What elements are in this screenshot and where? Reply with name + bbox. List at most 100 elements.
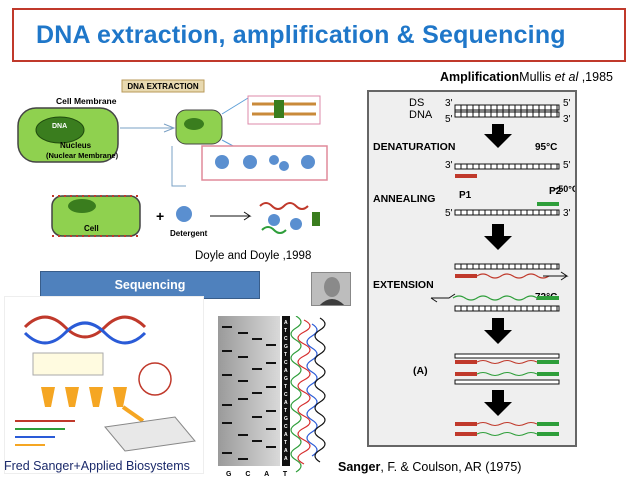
label-3prime-2: 3' — [563, 114, 571, 125]
sequencing-label-text: Sequencing — [114, 278, 186, 292]
svg-text:A: A — [284, 432, 288, 438]
svg-text:T: T — [284, 440, 287, 446]
amplification-caption-year: ,1985 — [578, 70, 613, 84]
svg-text:C: C — [284, 424, 288, 430]
amplification-caption-bold: Amplification — [440, 70, 520, 84]
svg-text:A: A — [284, 456, 288, 462]
label-ds: DS — [409, 97, 424, 109]
separation-arrow — [121, 405, 145, 423]
svg-text:A: A — [284, 320, 288, 326]
svg-text:A: A — [284, 448, 288, 454]
svg-text:C: C — [284, 336, 288, 342]
lysis-membrane-marks — [52, 195, 140, 237]
ds-dna-strands — [454, 104, 560, 118]
denatured-strand-bottom — [454, 209, 560, 216]
product-strands — [454, 353, 560, 385]
down-arrow-4 — [484, 390, 512, 416]
label-3prime-4: 3' — [563, 208, 571, 219]
extension-arrow-left — [430, 293, 456, 303]
label-5prime-3: 5' — [563, 160, 571, 171]
extension-primer-red — [455, 274, 477, 278]
nucleus-small — [184, 118, 204, 130]
extraction-banner — [121, 79, 205, 93]
sanger-caption-bold: Sanger — [338, 460, 381, 474]
label-a: (A) — [413, 365, 428, 377]
detergent-icon — [176, 206, 192, 222]
primed-dna-circle — [138, 362, 172, 396]
membrane-protein — [274, 100, 284, 118]
label-cell-membrane: Cell Membrane — [56, 96, 117, 106]
amplification-caption-author: Mullis — [519, 70, 555, 84]
sequencing-label: Sequencing — [40, 271, 260, 299]
pcr-diagram: DS DNA 3' 5' 5' 3' DENATURATION 95°C 3' … — [367, 90, 577, 447]
sanger-caption: Sanger, F. & Coulson, AR (1975) — [338, 460, 521, 474]
svg-text:C: C — [284, 392, 288, 398]
down-arrow-2 — [484, 224, 512, 250]
primer-p2 — [537, 202, 559, 206]
lysed-products — [259, 202, 320, 234]
label-5prime-1: 5' — [563, 98, 571, 109]
down-arrow-3 — [484, 318, 512, 344]
nucleus-shape — [35, 116, 85, 144]
label-dna-extract: DNA — [52, 123, 67, 130]
extraction-banner-text: DNA EXTRACTION — [127, 82, 198, 91]
zoom-line-3 — [171, 146, 186, 187]
label-p1: P1 — [459, 190, 472, 201]
svg-text:A: A — [284, 400, 288, 406]
gel-plate — [104, 416, 196, 452]
reaction-tubes — [41, 387, 127, 407]
fragment-strands — [15, 420, 75, 446]
label-temp-denat: 95°C — [535, 142, 557, 153]
fred-sanger-caption: Fred Sanger+Applied Biosystems — [4, 459, 190, 473]
label-p2: P2 — [549, 186, 562, 197]
label-3prime-1: 3' — [445, 98, 453, 109]
label-extension: EXTENSION — [373, 279, 434, 291]
gel-lane-letters: G C A T — [226, 471, 293, 478]
svg-text:G: G — [284, 376, 288, 382]
label-denaturation: DENATURATION — [373, 141, 455, 153]
extension-primer-green — [537, 296, 559, 300]
label-nuclear-membrane: (Nuclear Membrane) — [46, 151, 119, 160]
dna-extraction-diagram: DNA EXTRACTION Cell Membrane DNA Nucleus… — [12, 78, 347, 248]
svg-text:T: T — [284, 384, 287, 390]
label-detergent: Detergent — [170, 229, 208, 238]
svg-text:G: G — [284, 344, 288, 350]
label-5prime-2: 5' — [445, 114, 453, 125]
label-annealing: ANNEALING — [373, 193, 435, 205]
amplification-caption: AmplificationMullis et al ,1985 — [440, 70, 613, 84]
svg-text:T: T — [284, 352, 287, 358]
svg-text:C: C — [284, 360, 288, 366]
label-nucleus: Nucleus — [60, 141, 92, 150]
final-products — [455, 422, 559, 436]
gel-bands — [222, 326, 276, 460]
sanger-portrait-image — [311, 272, 351, 306]
extension-strand-bottom — [454, 305, 560, 312]
reaction-box — [32, 352, 104, 376]
primer-p1 — [455, 174, 477, 178]
plus-sign: + — [156, 208, 164, 224]
extension-strand-top — [454, 263, 560, 270]
down-arrow-1 — [484, 124, 512, 148]
micelles — [215, 155, 315, 171]
extension-new-strand-red — [476, 273, 550, 279]
title-box: DNA extraction, amplification & Sequenci… — [12, 8, 626, 62]
svg-text:A: A — [284, 368, 288, 374]
svg-text:T: T — [284, 408, 287, 414]
amplification-caption-etal: et al — [554, 70, 579, 84]
dna-helix-red — [23, 315, 147, 339]
denatured-strand-top — [454, 163, 560, 170]
chromatogram-traces — [290, 315, 326, 473]
nucleus-lysis — [68, 199, 96, 213]
svg-text:G: G — [284, 416, 288, 422]
gel-image — [218, 316, 280, 466]
label-cell: Cell — [84, 224, 99, 233]
page-title: DNA extraction, amplification & Sequenci… — [36, 20, 566, 49]
label-3prime-3: 3' — [445, 160, 453, 171]
extension-arrow-right — [543, 271, 569, 281]
extension-new-strand-green — [452, 295, 538, 301]
sanger-caption-rest: , F. & Coulson, AR (1975) — [380, 460, 522, 474]
label-5prime-4: 5' — [445, 208, 453, 219]
zoom-arrow-1 — [163, 123, 176, 133]
